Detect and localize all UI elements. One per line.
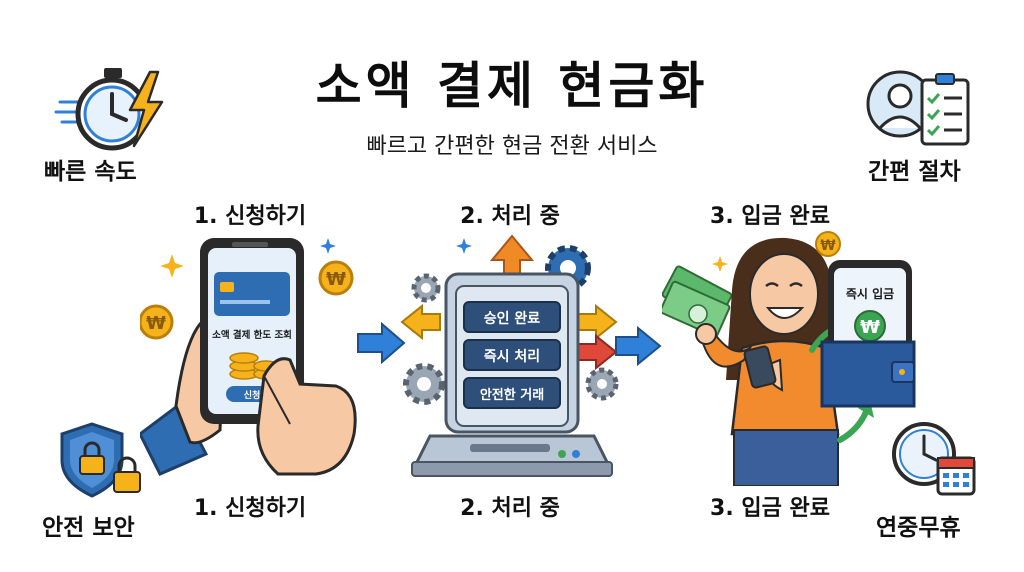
step-processing-top-label: 2. 처리 중 bbox=[460, 204, 560, 229]
step-apply-bottom-label: 1. 신청하기 bbox=[193, 496, 307, 521]
stopwatch-lightning-icon bbox=[54, 68, 164, 151]
banknote-icon bbox=[662, 265, 733, 338]
status-instant: 즉시 처리 bbox=[484, 349, 540, 365]
flow-arrow-right-icon bbox=[615, 326, 662, 366]
processing-machine-illustration: 승인 완료 즉시 처리 안전한 거래 bbox=[400, 234, 619, 477]
page-title: 소액 결제 현금화 bbox=[315, 57, 709, 115]
gear-icon bbox=[411, 273, 441, 303]
svg-text:₩: ₩ bbox=[146, 313, 166, 334]
apply-button-label: 신청 bbox=[244, 389, 261, 401]
shield-lock-icon bbox=[60, 422, 141, 498]
svg-text:₩: ₩ bbox=[326, 269, 346, 290]
profile-checklist-icon bbox=[866, 70, 970, 146]
coin-icon: ₩ bbox=[318, 260, 354, 296]
step-apply-top-label: 1. 신청하기 bbox=[193, 204, 307, 229]
status-approved: 승인 완료 bbox=[484, 310, 541, 327]
step-deposit-top-label: 3. 입금 완료 bbox=[710, 204, 830, 229]
step-processing-bottom-label: 2. 처리 중 bbox=[460, 496, 560, 521]
step-deposit-bottom-label: 3. 입금 완료 bbox=[710, 496, 830, 521]
currency-icon: ₩ bbox=[854, 310, 886, 342]
gear-icon bbox=[403, 363, 445, 405]
coin-icon: ₩ bbox=[140, 304, 174, 340]
feature-security-label: 안전 보안 bbox=[42, 515, 135, 541]
gear-icon bbox=[585, 367, 619, 401]
svg-text:₩: ₩ bbox=[820, 238, 836, 254]
feature-speed-label: 빠른 속도 bbox=[44, 159, 137, 185]
deposit-complete-illustration: 즉시 입금 ₩ ₩ bbox=[662, 231, 916, 486]
flow-arrow-right-icon bbox=[357, 322, 406, 364]
status-safe: 안전한 거래 bbox=[480, 387, 544, 403]
phone-deposit-label: 즉시 입금 bbox=[846, 287, 894, 301]
feature-allday-label: 연중무휴 bbox=[876, 515, 961, 541]
coin-icon: ₩ bbox=[815, 231, 841, 257]
phone-application-illustration: ₩ ₩ 소액 결제 한도 조회 신청 bbox=[140, 238, 357, 476]
svg-text:₩: ₩ bbox=[860, 317, 880, 338]
feature-simple-label: 간편 절차 bbox=[868, 159, 961, 185]
page-subtitle: 빠르고 간편한 현금 전환 서비스 bbox=[366, 134, 658, 159]
phone-card-text: 소액 결제 한도 조회 bbox=[212, 329, 292, 341]
clock-calendar-icon bbox=[892, 422, 976, 496]
